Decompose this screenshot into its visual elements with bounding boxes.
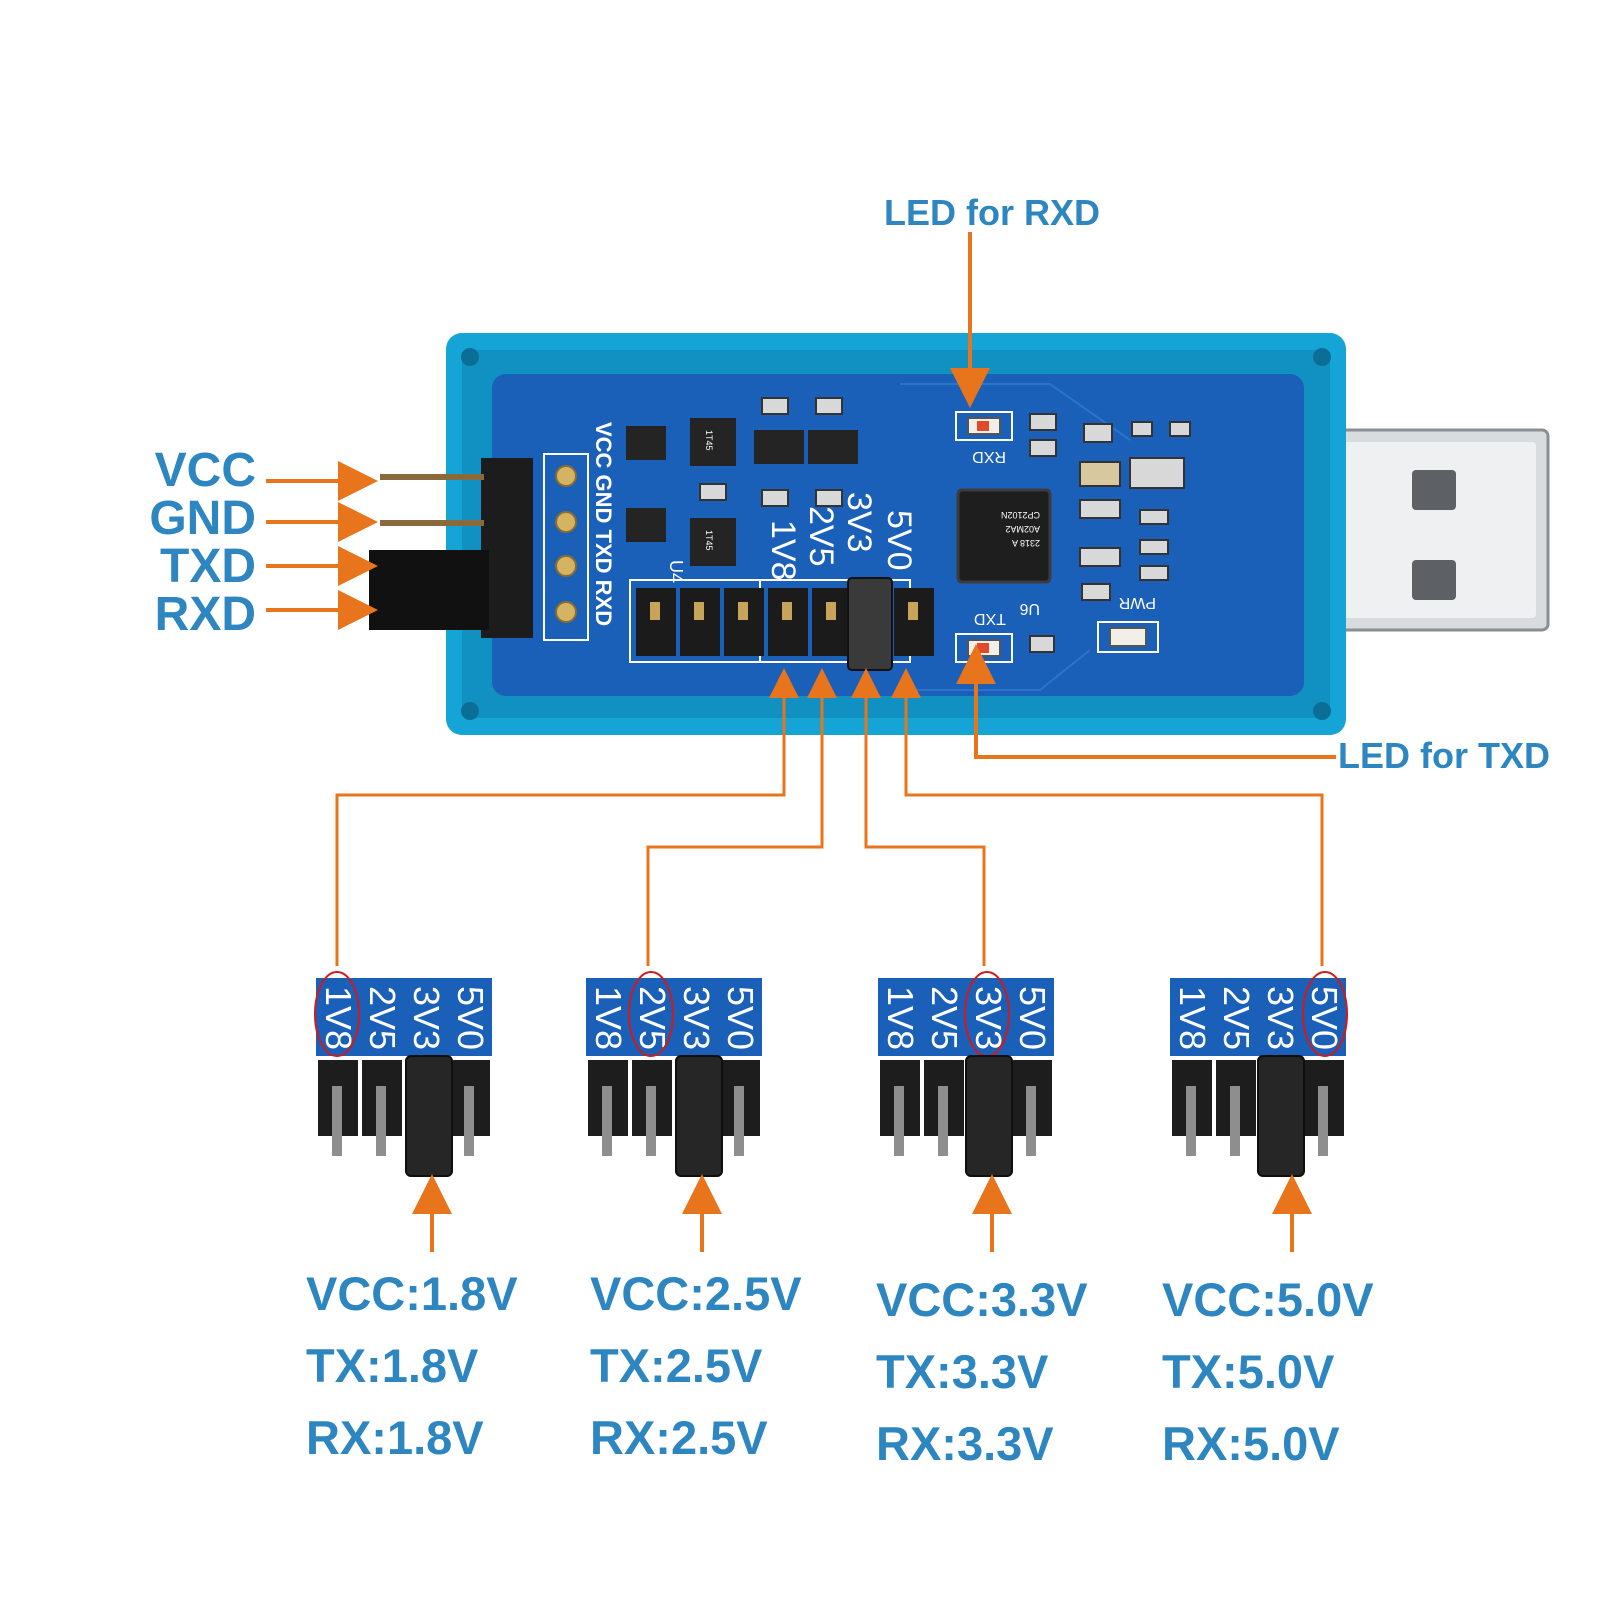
u6-silk: U6: [1019, 600, 1040, 617]
config-5v0-jumper-cap: [1257, 1055, 1305, 1177]
config-5v0-silk-4: 5V0: [1304, 986, 1345, 1050]
config-5v0: 1V8 2V5 3V3 5V0: [1170, 971, 1348, 1252]
config-1v8-tx: TX:1.8V: [306, 1339, 479, 1392]
rxd-led-silk: RXD: [972, 448, 1006, 465]
config-2v5-silk-4: 5V0: [720, 986, 761, 1050]
voltage-select-header: [629, 577, 934, 671]
chip-marking-line2: A02MA2: [1005, 524, 1040, 534]
connector-line-5v0: [891, 668, 1324, 966]
config-5v0-silk-2: 2V5: [1216, 986, 1257, 1050]
config-5v0-highlight: [1302, 971, 1348, 1057]
config-3v3-rx: RX:3.3V: [876, 1417, 1054, 1470]
config-1v8: 1V8 2V5 3V3 5V0: [314, 971, 492, 1252]
usb-uart-chip: [956, 488, 1052, 584]
config-3v3-tx: TX:3.3V: [876, 1345, 1049, 1398]
config-2v5-jumper-cap: [675, 1055, 723, 1177]
board-silk-5v0: 5V0: [880, 510, 918, 571]
led-rxd-callout: LED for RXD: [884, 192, 1100, 233]
config-2v5-tx: TX:2.5V: [590, 1339, 763, 1392]
config-2v5-silk-1: 1V8: [588, 986, 629, 1050]
config-1v8-rx: RX:1.8V: [306, 1411, 484, 1464]
config-3v3: 1V8 2V5 3V3 5V0: [878, 971, 1054, 1252]
chip-marking-line3: 2318 A: [1012, 538, 1040, 548]
header-silk-label: VCC GND TXD RXD: [591, 422, 616, 626]
config-5v0-silk-3: 3V3: [1260, 986, 1301, 1050]
usb-adapter: VCC GND TXD RXD 1V8 2V5 3V3 5V0: [369, 333, 1550, 735]
connector-line-1v8: [335, 668, 799, 966]
chip-marking-line1: CP2102N: [1001, 510, 1040, 520]
side-label-gnd: GND: [149, 492, 256, 545]
regulator-components: [626, 397, 858, 566]
pwr-led: [1097, 621, 1159, 653]
config-1v8-highlight: [314, 971, 360, 1057]
board-silk-3v3: 3V3: [840, 492, 878, 553]
config-3v3-jumper-cap: [965, 1055, 1013, 1177]
connector-line-3v3: [851, 668, 986, 966]
config-3v3-silk-3: 3V3: [968, 986, 1009, 1050]
config-3v3-silk-1: 1V8: [880, 986, 921, 1050]
side-label-vcc: VCC: [155, 444, 256, 497]
side-label-rxd: RXD: [155, 588, 256, 641]
connector-line-2v5: [646, 668, 837, 966]
sot-marking-bottom: 1T45: [704, 530, 714, 551]
board-silk-2v5: 2V5: [802, 506, 840, 567]
config-2v5-silk-2: 2V5: [632, 986, 673, 1050]
config-1v8-silk-4: 5V0: [450, 986, 491, 1050]
side-label-txd: TXD: [160, 540, 256, 593]
sot-marking-top: 1T45: [704, 430, 714, 451]
led-txd-callout: LED for TXD: [1338, 735, 1550, 776]
passive-components: [1029, 413, 1191, 653]
u4-silk: U4: [666, 560, 686, 583]
usb-window-bottom: [1412, 560, 1456, 600]
config-5v0-silk-1: 1V8: [1172, 986, 1213, 1050]
uart-side-header: [369, 453, 589, 641]
rxd-led: [955, 411, 1013, 441]
txd-led-silk: TXD: [974, 610, 1006, 627]
board-jumper-cap: [847, 577, 893, 671]
config-1v8-vcc: VCC:1.8V: [306, 1267, 518, 1320]
led-txd-arrow: [956, 644, 1336, 759]
config-1v8-jumper-cap: [405, 1055, 453, 1177]
config-1v8-silk-2: 2V5: [362, 986, 403, 1050]
config-2v5: 1V8 2V5 3V3 5V0: [586, 971, 762, 1252]
config-2v5-silk-3: 3V3: [676, 986, 717, 1050]
config-3v3-silk-4: 5V0: [1012, 986, 1053, 1050]
config-3v3-silk-2: 2V5: [924, 986, 965, 1050]
config-5v0-tx: TX:5.0V: [1162, 1345, 1335, 1398]
config-1v8-silk-1: 1V8: [318, 986, 359, 1050]
config-5v0-rx: RX:5.0V: [1162, 1417, 1340, 1470]
config-2v5-vcc: VCC:2.5V: [590, 1267, 802, 1320]
config-2v5-highlight: [628, 971, 674, 1057]
pwr-led-silk: PWR: [1119, 594, 1156, 611]
config-3v3-vcc: VCC:3.3V: [876, 1273, 1088, 1326]
config-5v0-vcc: VCC:5.0V: [1162, 1273, 1374, 1326]
config-2v5-rx: RX:2.5V: [590, 1411, 768, 1464]
usb-window-top: [1412, 470, 1456, 510]
board-silk-1v8: 1V8: [764, 520, 802, 581]
config-1v8-silk-3: 3V3: [406, 986, 447, 1050]
